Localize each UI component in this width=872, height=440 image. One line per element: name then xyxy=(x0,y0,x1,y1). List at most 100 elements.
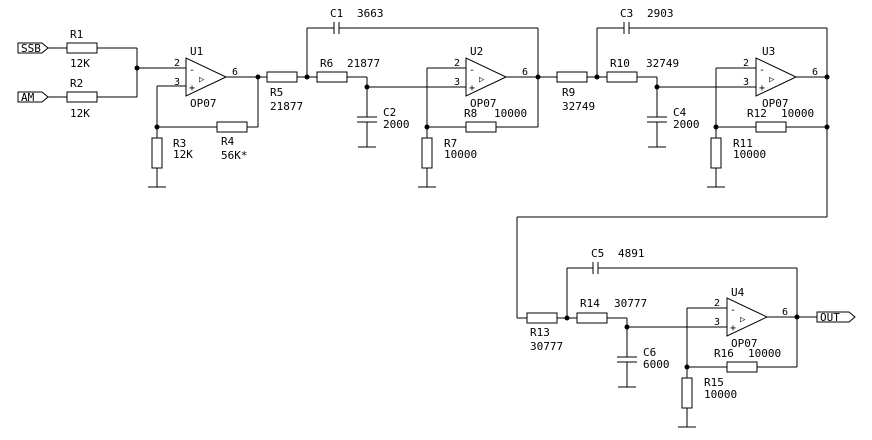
c2-ref: C2 xyxy=(383,106,396,119)
ssb-port-label: SSB xyxy=(21,42,41,55)
u2-ref: U2 xyxy=(470,45,483,58)
r7-ref: R7 xyxy=(444,137,457,150)
u3-amp-symbol: ▷ xyxy=(769,75,775,85)
ssb-input-port: SSB xyxy=(17,42,49,55)
r11-ref: R11 xyxy=(733,137,753,150)
c6-ref: C6 xyxy=(643,346,656,359)
c1-ref: C1 xyxy=(330,7,343,20)
opamp-u4: - + ▷ 2 3 6 U4 OP07 xyxy=(714,286,788,350)
c1-value: 3663 xyxy=(357,7,384,20)
junction-dot xyxy=(824,124,830,130)
u2-amp-symbol: ▷ xyxy=(479,75,485,85)
junction-dot xyxy=(535,74,541,80)
resistor-r3 xyxy=(151,137,163,169)
u1-plus-sign: + xyxy=(189,83,195,94)
resistor-r8 xyxy=(465,121,497,133)
u1-part: OP07 xyxy=(190,97,217,110)
c2-value: 2000 xyxy=(383,118,410,131)
am-port-label: AM xyxy=(21,91,35,104)
u4-ref: U4 xyxy=(731,286,745,299)
u4-plus-sign: + xyxy=(730,323,736,334)
resistor-r5 xyxy=(266,71,298,83)
junction-dot xyxy=(824,74,830,80)
u2-part: OP07 xyxy=(470,97,497,110)
u4-minus-sign: - xyxy=(730,305,736,316)
u2-pin-noninv: 3 xyxy=(454,77,460,88)
r9-ref: R9 xyxy=(562,86,575,99)
u4-pin-noninv: 3 xyxy=(714,317,720,328)
resistor-r12 xyxy=(755,121,787,133)
u2-minus-sign: - xyxy=(469,65,475,76)
r12-ref: R12 xyxy=(747,107,767,120)
resistor-r9 xyxy=(556,71,588,83)
u2-plus-sign: + xyxy=(469,83,475,94)
junction-dot xyxy=(794,314,800,320)
r6-value: 21877 xyxy=(347,57,380,70)
r1-ref: R1 xyxy=(70,28,83,41)
r9-value: 32749 xyxy=(562,100,595,113)
u1-minus-sign: - xyxy=(189,65,195,76)
u2-pin-out: 6 xyxy=(522,67,528,78)
r2-value: 12K xyxy=(70,107,90,120)
resistor-r1 xyxy=(66,42,98,54)
u4-amp-symbol: ▷ xyxy=(740,315,746,325)
opamp-u1: - + ▷ 2 3 6 U1 OP07 xyxy=(174,45,238,110)
u3-pin-out: 6 xyxy=(812,67,818,78)
r5-value: 21877 xyxy=(270,100,303,113)
r13-ref: R13 xyxy=(530,326,550,339)
r7-value: 10000 xyxy=(444,148,477,161)
r8-ref: R8 xyxy=(464,107,477,120)
u3-minus-sign: - xyxy=(759,65,765,76)
c3-ref: C3 xyxy=(620,7,633,20)
resistor-r13 xyxy=(526,312,558,324)
r16-ref: R16 xyxy=(714,347,734,360)
c5-value: 4891 xyxy=(618,247,645,260)
u1-ref: U1 xyxy=(190,45,203,58)
c4-value: 2000 xyxy=(673,118,700,131)
resistor-r16 xyxy=(726,361,758,373)
u2-pin-inv: 2 xyxy=(454,58,460,69)
opamp-u3: - + ▷ 2 3 6 U3 OP07 xyxy=(743,45,818,110)
r11-value: 10000 xyxy=(733,148,766,161)
r14-ref: R14 xyxy=(580,297,600,310)
u1-pin-inv: 2 xyxy=(174,58,180,69)
resistor-r2 xyxy=(66,91,98,103)
r4-ref: R4 xyxy=(221,135,235,148)
u1-pin-out: 6 xyxy=(232,67,238,78)
r8-value: 10000 xyxy=(494,107,527,120)
out-port-label: OUT xyxy=(820,311,840,324)
r5-ref: R5 xyxy=(270,86,283,99)
r3-value: 12K xyxy=(173,148,193,161)
u4-pin-inv: 2 xyxy=(714,298,720,309)
r16-value: 10000 xyxy=(748,347,781,360)
r13-value: 30777 xyxy=(530,340,563,353)
resistor-r4 xyxy=(216,121,248,133)
r10-ref: R10 xyxy=(610,57,630,70)
opamp-u2: - + ▷ 2 3 6 U2 OP07 xyxy=(454,45,528,110)
u3-pin-noninv: 3 xyxy=(743,77,749,88)
r14-value: 30777 xyxy=(614,297,647,310)
r6-ref: R6 xyxy=(320,57,333,70)
r15-ref: R15 xyxy=(704,376,724,389)
am-input-port: AM xyxy=(17,91,49,104)
resistor-r11 xyxy=(710,137,722,169)
resistor-r15 xyxy=(681,377,693,409)
r3-ref: R3 xyxy=(173,137,186,150)
r15-value: 10000 xyxy=(704,388,737,401)
u1-pin-noninv: 3 xyxy=(174,77,180,88)
u3-plus-sign: + xyxy=(759,83,765,94)
r4-value: 56K* xyxy=(221,149,248,162)
resistor-r7 xyxy=(421,137,433,169)
resistor-r14 xyxy=(576,312,608,324)
u3-part: OP07 xyxy=(762,97,789,110)
u3-pin-inv: 2 xyxy=(743,58,749,69)
resistor-r10 xyxy=(606,71,638,83)
junction-dot xyxy=(255,74,261,80)
r10-value: 32749 xyxy=(646,57,679,70)
out-output-port: OUT xyxy=(816,311,856,324)
r2-ref: R2 xyxy=(70,77,83,90)
r1-value: 12K xyxy=(70,57,90,70)
c3-value: 2903 xyxy=(647,7,674,20)
